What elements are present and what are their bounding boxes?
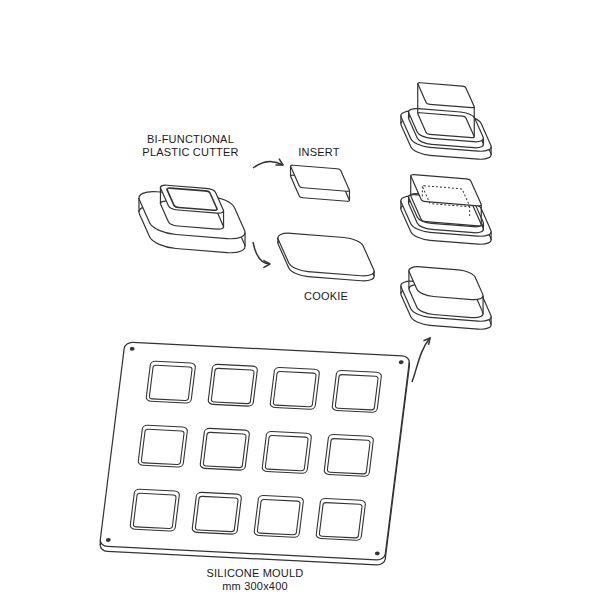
cavity-wall [257,499,300,535]
cavity [130,489,180,531]
cavity-wall [265,435,308,471]
stack-block [406,266,485,319]
cookie-side [408,112,409,118]
sheet-side [100,540,101,545]
flange-side [400,116,401,124]
curved-arrow [253,242,270,267]
cookie-side [374,271,375,276]
cavity [254,495,304,537]
cavity-wall [319,502,362,538]
cookie-top [275,232,377,277]
mousse-side [410,176,411,196]
stack-cookie [406,108,485,149]
cookie-disc [275,232,377,282]
ring-side [223,211,224,227]
hidden-insert-side [469,206,470,216]
flange-side [491,317,492,325]
cookie-side [483,223,484,229]
insert-slab [290,165,350,202]
sheet-top [100,342,411,560]
cavity-wall [141,429,184,465]
cavity-wall [203,432,246,468]
arrow-head [276,159,283,165]
hidden-insert-top [422,186,470,207]
cube-top [417,83,475,108]
flow-arrow [412,338,430,382]
sheet-side [409,362,410,367]
cutter-part: BI-FUNCTIONAL PLASTIC CUTTER [128,130,253,260]
cavity [324,434,374,476]
stack-cube [417,83,475,138]
part-label: BI-FUNCTIONAL PLASTIC CUTTER [139,133,243,159]
cavity [262,431,312,473]
cavity [208,364,258,406]
cookie-side [277,238,278,243]
flange-side [138,198,139,212]
insert-side [349,190,350,200]
cavity-wall [133,493,176,529]
flange-side [244,232,245,246]
flange-side [400,286,401,294]
arrow-head [264,261,270,268]
part-label: COOKIE [304,290,348,303]
mousse-top [410,174,482,206]
cube-side [417,84,418,114]
cookie-side [483,138,484,144]
cookie-side [408,197,409,203]
flange-side [491,232,492,240]
arrow-line [253,242,270,264]
block-top [406,266,485,301]
flange-side [400,201,401,209]
insert-side [290,166,291,176]
cavity [332,370,382,412]
ring-top [159,185,225,214]
ring-side [160,187,161,203]
cavity-wall [273,371,316,407]
stack-mousse [410,174,482,226]
cavity-wall [327,438,370,474]
cube-side [474,107,475,137]
flange-side [491,147,492,155]
corner-dot [399,360,404,364]
part-label: INSERT [298,146,339,159]
cavity-wall [149,365,192,401]
mould-cavities [106,347,404,556]
cavity [146,361,196,403]
ring-hole [166,188,218,211]
cavity [316,498,366,540]
insert-part: INSERT [283,143,355,205]
cutter-ring [159,185,225,230]
cavity [138,425,188,467]
corner-dot [130,347,135,351]
cavity [192,492,242,534]
corner-dot [375,551,380,555]
curved-arrow [253,159,283,168]
part-label: SILICONE MOULD [207,567,304,580]
hidden-insert-side [422,186,423,196]
flow-arrowhead [424,338,431,345]
insert-top [290,165,350,192]
corner-dot [106,538,111,542]
cavity [200,428,250,470]
cube-bottom [417,113,475,138]
hidden-insert [422,186,470,216]
mould-sheet [100,342,411,565]
mould-part: SILICONE MOULDmm 300x400 [95,338,415,596]
mousse-side [481,205,482,225]
cookie-part: COOKIE [270,226,382,306]
cavity [270,367,320,409]
cavity-wall [211,368,254,404]
block-side [408,271,409,289]
part-label: mm 300x400 [222,580,288,593]
block-side [482,296,483,314]
cavity-wall [195,496,238,532]
cavity-wall [335,374,378,410]
